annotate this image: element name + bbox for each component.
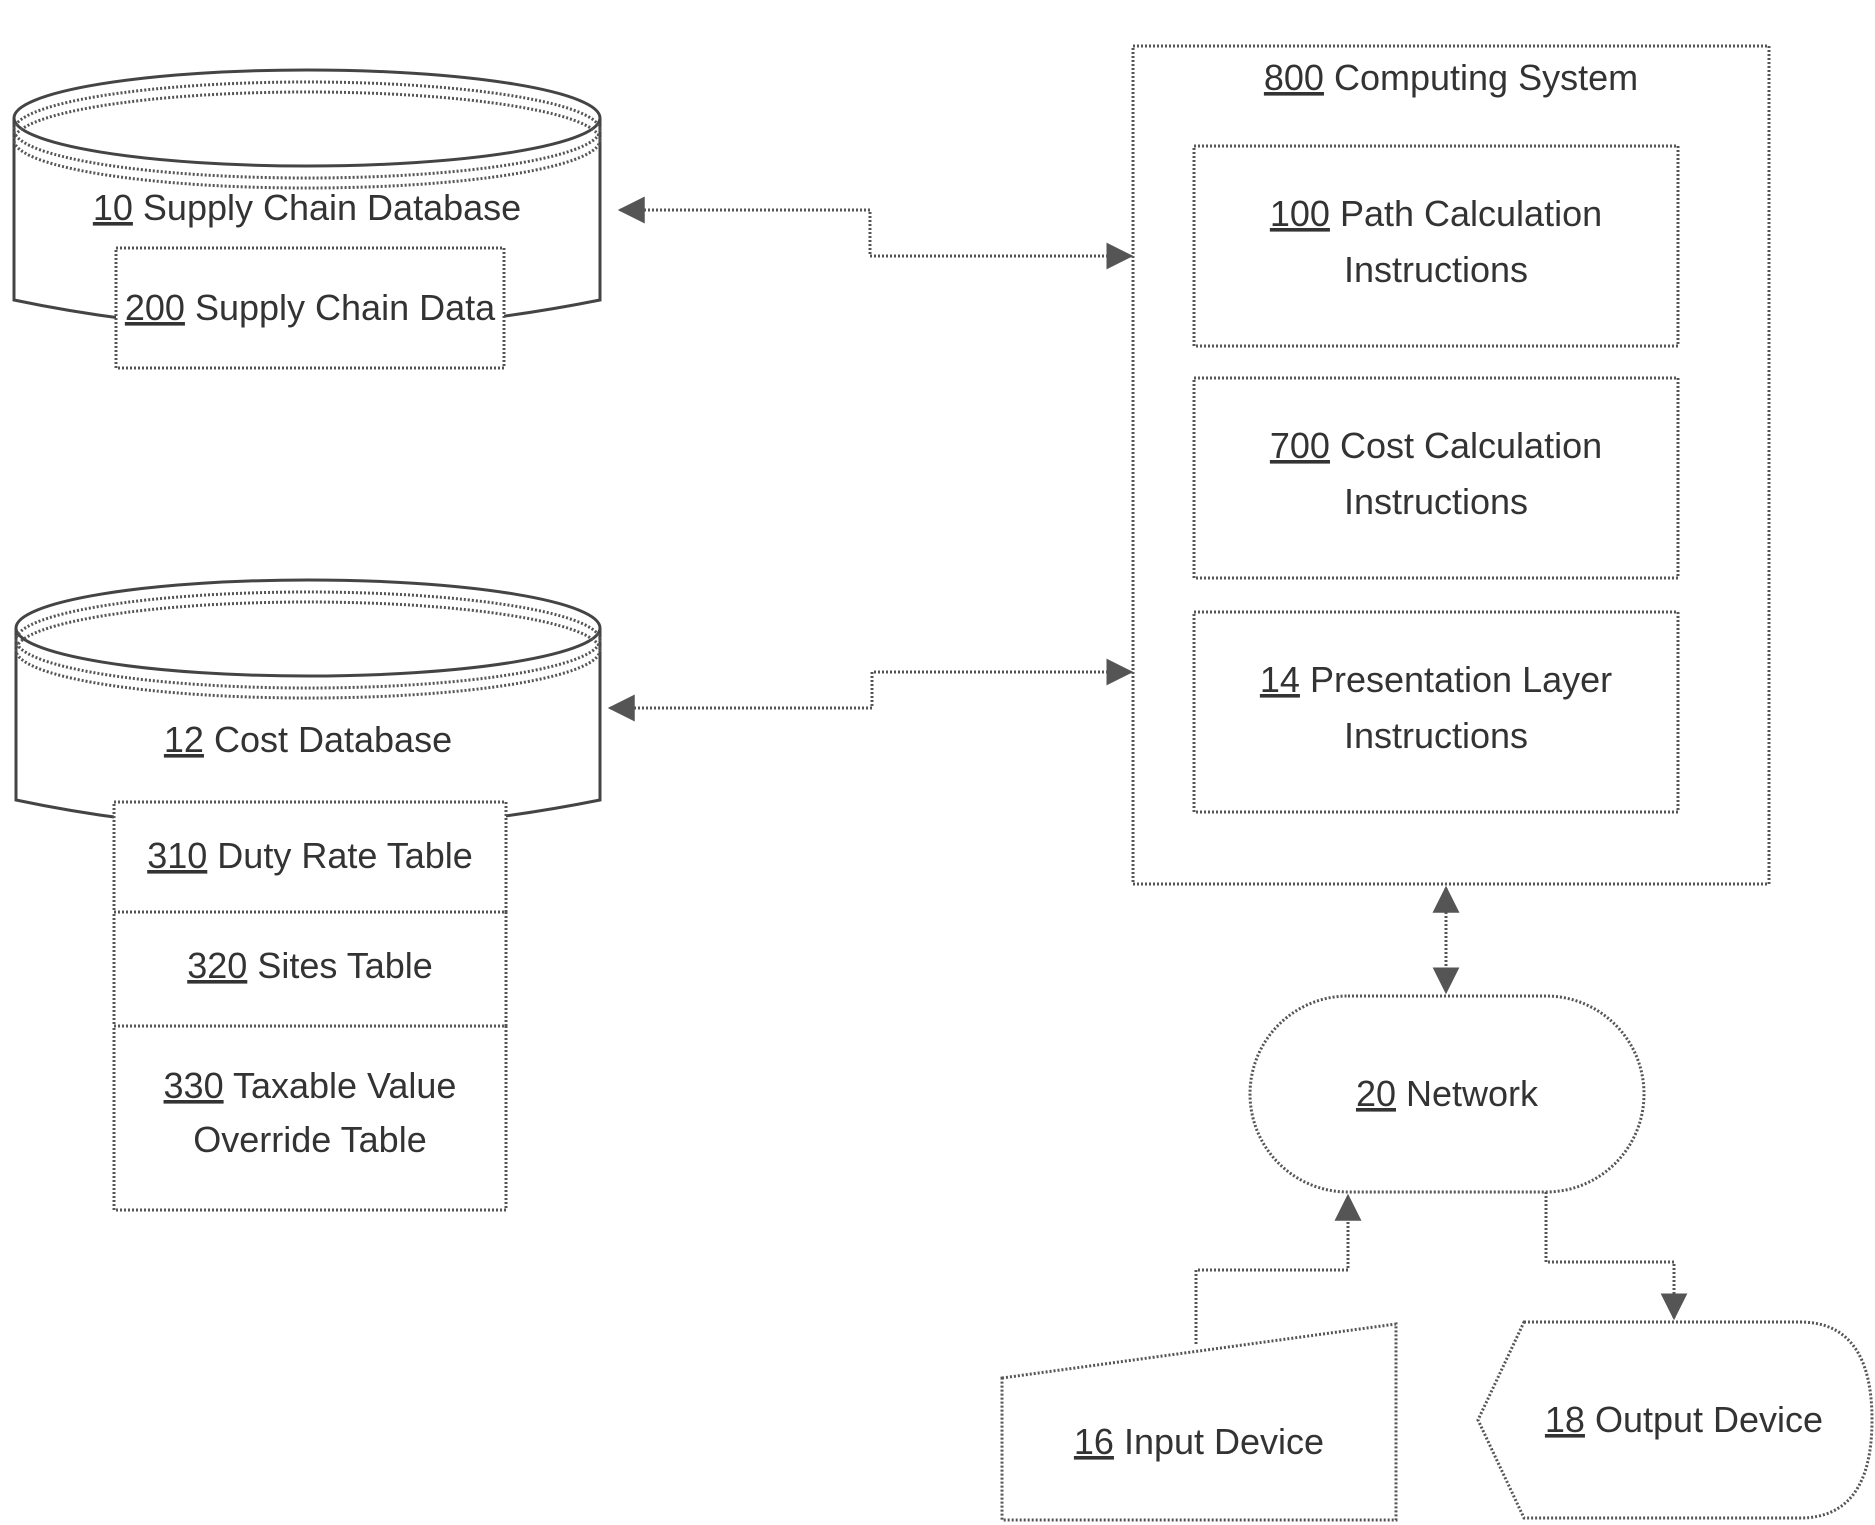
path-calculation-instructions: 100 Path Calculation Instructions <box>1194 146 1678 346</box>
supply-chain-data-number: 200 <box>125 287 185 328</box>
cost-database-label: Cost Database <box>214 719 452 760</box>
presentation-layer-instructions: 14 Presentation Layer Instructions <box>1194 612 1678 812</box>
network: 20 Network <box>1250 996 1644 1192</box>
cost-database-number: 12 <box>164 719 204 760</box>
cost-calc-number: 700 <box>1270 425 1330 466</box>
output-device-number: 18 <box>1545 1399 1585 1440</box>
cost-calculation-instructions: 700 Cost Calculation Instructions <box>1194 378 1678 578</box>
input-device-number: 16 <box>1074 1421 1114 1462</box>
path-calc-line1: Path Calculation <box>1340 193 1602 234</box>
svg-text:12 Cost Database: 12 Cost Database <box>164 719 452 760</box>
network-number: 20 <box>1356 1073 1396 1114</box>
connector-supply-chain-db-computing <box>620 210 1131 256</box>
cost-calc-line2: Instructions <box>1344 481 1528 522</box>
svg-text:310 Duty Rate Table: 310 Duty Rate Table <box>147 835 473 876</box>
connector-input-network <box>1196 1196 1348 1344</box>
supply-chain-database-number: 10 <box>93 187 133 228</box>
svg-text:330 Taxable Value: 330 Taxable Value <box>164 1065 457 1106</box>
input-device-label: Input Device <box>1124 1421 1324 1462</box>
duty-rate-table-label: Duty Rate Table <box>217 835 472 876</box>
computing-system-number: 800 <box>1264 57 1324 98</box>
svg-text:20 Network: 20 Network <box>1356 1073 1539 1114</box>
svg-text:16 Input Device: 16 Input Device <box>1074 1421 1324 1462</box>
taxable-value-override-table: 330 Taxable Value Override Table <box>114 1026 506 1210</box>
supply-chain-data: 200 Supply Chain Data <box>116 248 504 368</box>
presentation-number: 14 <box>1260 659 1300 700</box>
presentation-line2: Instructions <box>1344 715 1528 756</box>
sites-table: 320 Sites Table <box>114 912 506 1026</box>
taxable-value-number: 330 <box>164 1065 224 1106</box>
sites-table-number: 320 <box>187 945 247 986</box>
svg-text:18 Output Device: 18 Output Device <box>1545 1399 1823 1440</box>
network-label: Network <box>1406 1073 1539 1114</box>
path-calc-line2: Instructions <box>1344 249 1528 290</box>
duty-rate-table-number: 310 <box>147 835 207 876</box>
cost-database: 12 Cost Database <box>16 580 600 830</box>
taxable-value-line2: Override Table <box>193 1119 426 1160</box>
presentation-line1: Presentation Layer <box>1310 659 1612 700</box>
cost-calc-line1: Cost Calculation <box>1340 425 1602 466</box>
connector-cost-db-computing <box>610 672 1131 708</box>
computing-system-label: Computing System <box>1334 57 1638 98</box>
input-device: 16 Input Device <box>1002 1324 1396 1520</box>
output-device: 18 Output Device <box>1478 1322 1872 1518</box>
output-device-label: Output Device <box>1595 1399 1823 1440</box>
svg-text:320 Sites Table: 320 Sites Table <box>187 945 433 986</box>
svg-text:200 Supply Chain Data: 200 Supply Chain Data <box>125 287 496 328</box>
svg-text:14 Presentation Layer: 14 Presentation Layer <box>1260 659 1612 700</box>
duty-rate-table: 310 Duty Rate Table <box>114 802 506 912</box>
taxable-value-line1: Taxable Value <box>233 1065 457 1106</box>
path-calc-number: 100 <box>1270 193 1330 234</box>
svg-text:800 Computing System: 800 Computing System <box>1264 57 1638 98</box>
supply-chain-database-label: Supply Chain Database <box>143 187 521 228</box>
svg-text:700 Cost Calculation: 700 Cost Calculation <box>1270 425 1602 466</box>
supply-chain-data-label: Supply Chain Data <box>195 287 496 328</box>
svg-text:100 Path Calculation: 100 Path Calculation <box>1270 193 1602 234</box>
sites-table-label: Sites Table <box>257 945 432 986</box>
svg-text:10 Supply Chain Database: 10 Supply Chain Database <box>93 187 521 228</box>
connector-network-output <box>1546 1192 1674 1318</box>
